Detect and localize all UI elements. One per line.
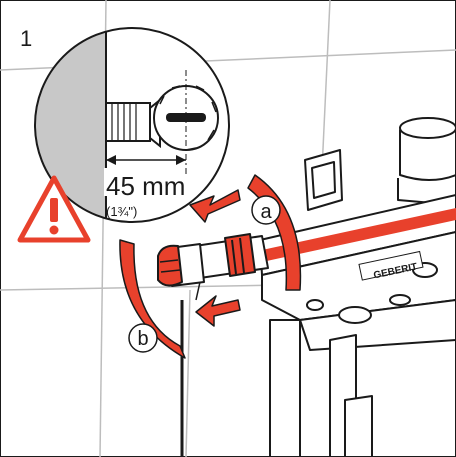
measurement-value: 45 mm xyxy=(106,171,185,201)
measurement-imperial: (1¾") xyxy=(106,204,137,219)
step-number: 1 xyxy=(20,26,32,51)
brand-plate xyxy=(358,250,424,281)
callout-a-circle xyxy=(251,195,281,225)
threaded-connector xyxy=(105,102,151,142)
rotation-arrows xyxy=(119,174,302,359)
callout-b-label: b xyxy=(137,328,148,350)
warning-triangle-icon xyxy=(17,175,91,243)
inset-border xyxy=(34,27,230,223)
stop-valve xyxy=(157,233,269,301)
callout-b-circle xyxy=(128,323,158,353)
callout-a-label: a xyxy=(260,201,272,223)
measurement-bg xyxy=(104,168,182,196)
